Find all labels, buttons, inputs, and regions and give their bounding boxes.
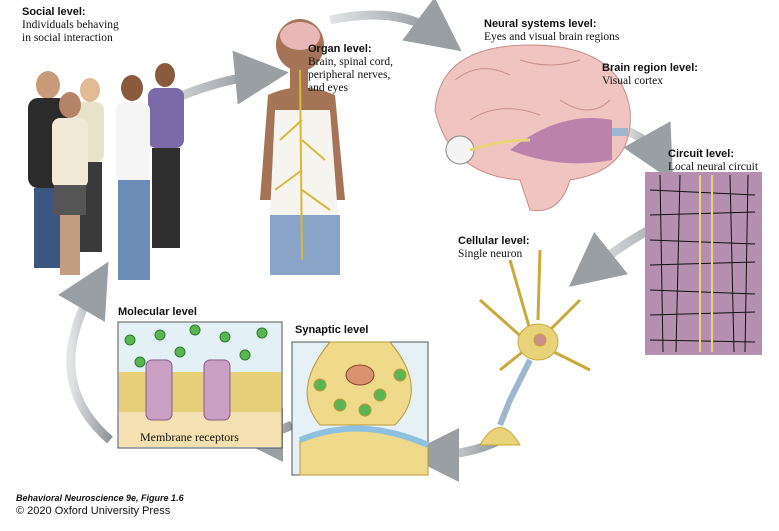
circuit-illustration [645,172,762,355]
social-level-title: Social level: [22,6,86,18]
organ-level-title: Organ level: [308,43,372,55]
visual-cortex-highlight [510,118,612,164]
arrow-molecular-to-social [58,261,113,444]
brain-region-title: Brain region level: [602,62,698,74]
brain-region-desc: Visual cortex [602,75,663,87]
figure-source: Behavioral Neuroscience 9e, Figure 1.6 [16,493,184,503]
organ-figure-illustration [260,19,345,275]
brain-illustration [434,44,631,212]
neural-systems-title: Neural systems level: [484,18,597,30]
neural-systems-desc: Eyes and visual brain regions [484,31,620,43]
cellular-title: Cellular level: [458,235,530,247]
eye-icon [445,135,475,165]
social-level-desc: Individuals behaving [22,19,119,31]
organ-level-desc-3: and eyes [308,82,348,94]
cellular-level-label: Cellular level:Single neuron [458,235,530,261]
synaptic-level-label: Synaptic level [295,324,368,337]
organ-level-desc: Brain, spinal cord, [308,56,393,68]
circuit-title: Circuit level: [668,148,735,160]
organ-level-label: Organ level:Brain, spinal cord,periphera… [308,43,393,95]
circuit-level-label: Circuit level:Local neural circuit [668,148,758,174]
synaptic-title: Synaptic level [295,324,369,336]
organ-level-desc-2: peripheral nerves, [308,69,391,81]
molecular-level-label: Molecular level [118,306,197,319]
neuron-illustration [479,249,591,446]
molecular-title: Molecular level [118,306,197,318]
circuit-desc: Local neural circuit [668,161,759,173]
social-level-desc-2: in social interaction [22,32,113,44]
neural-systems-level-label: Neural systems level:Eyes and visual bra… [484,18,619,44]
arrow-brain-to-circuit [623,121,674,182]
social-group-illustration [28,63,184,280]
cellular-desc: Single neuron [458,248,523,260]
molecular-inset [117,321,283,449]
synaptic-inset [291,341,430,476]
brain-region-level-label: Brain region level:Visual cortex [602,62,698,88]
membrane-receptors-label: Membrane receptors [140,430,239,444]
arrow-organ-to-neural [329,0,462,52]
copyright: © 2020 Oxford University Press [16,505,171,517]
